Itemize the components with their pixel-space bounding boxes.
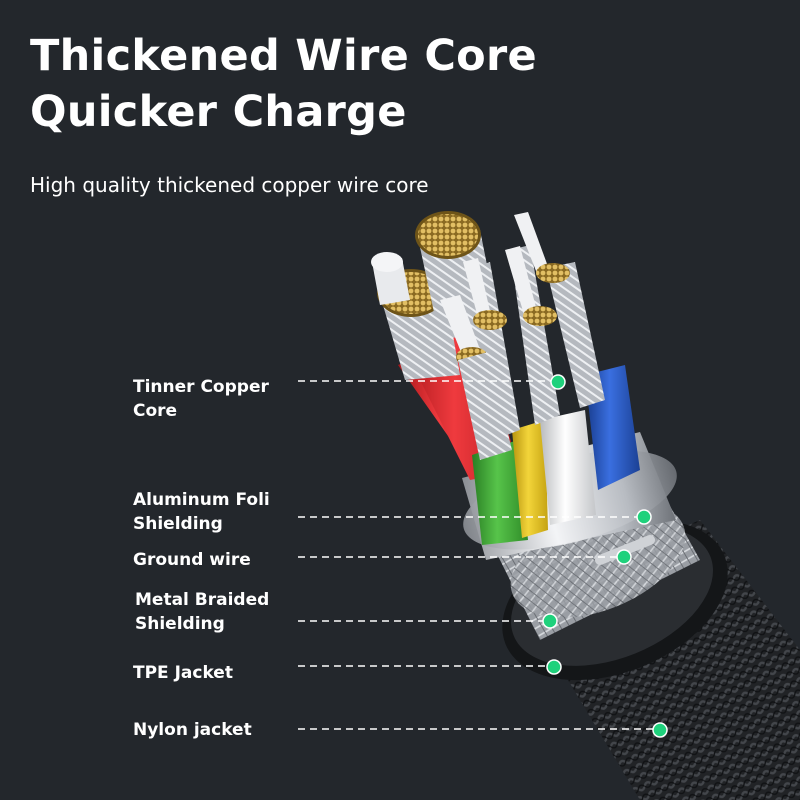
label-metal-braid: Metal Braided Shielding bbox=[135, 590, 270, 634]
page-subtitle: High quality thickened copper wire core bbox=[30, 173, 429, 197]
marker-tpe-jacket bbox=[546, 659, 562, 675]
title-line-2: Quicker Charge bbox=[30, 87, 407, 137]
page-title: Thickened Wire Core Quicker Charge bbox=[30, 28, 537, 140]
marker-aluminum-foil bbox=[636, 509, 652, 525]
label-ground-wire: Ground wire bbox=[133, 550, 251, 570]
marker-copper-core bbox=[550, 374, 566, 390]
signal-cores bbox=[440, 212, 605, 460]
marker-nylon-jacket bbox=[652, 722, 668, 738]
label-nylon-jacket: Nylon jacket bbox=[133, 720, 252, 740]
marker-ground-wire bbox=[616, 549, 632, 565]
marker-metal-braid bbox=[542, 613, 558, 629]
title-line-1: Thickened Wire Core bbox=[30, 31, 537, 81]
label-copper-core: Tinner Copper Core bbox=[133, 377, 269, 421]
label-tpe-jacket: TPE Jacket bbox=[133, 663, 233, 683]
callout-leaders bbox=[298, 374, 668, 738]
label-aluminum-foil: Aluminum Foli Shielding bbox=[133, 490, 270, 534]
